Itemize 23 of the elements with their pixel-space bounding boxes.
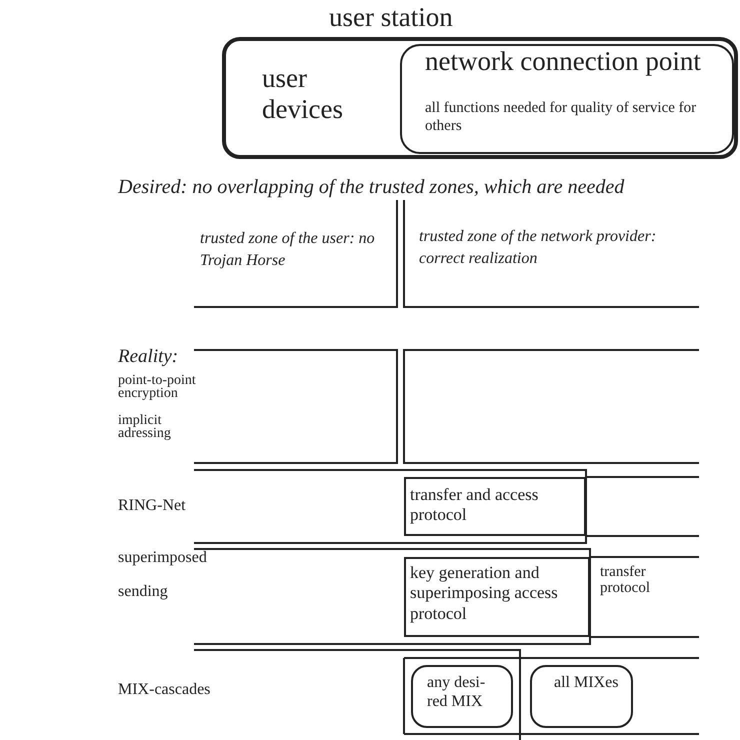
mix-box bbox=[411, 665, 513, 728]
zone-label: trusted zone of the network provider: correct realization bbox=[419, 227, 658, 269]
protocol-label: transfer protocol bbox=[600, 565, 651, 596]
zone-label: trusted zone of the user: no Trojan Horse bbox=[200, 229, 376, 271]
row-label: point-to-point encryption bbox=[118, 374, 197, 401]
box-text: transfer and access protocol bbox=[410, 485, 540, 526]
note: Desired: no overlapping of the trusted zones, which are needed bbox=[118, 176, 626, 199]
mix-box bbox=[530, 665, 633, 728]
row-label: sending bbox=[118, 583, 169, 601]
row-label: MIX-cascades bbox=[118, 681, 212, 699]
protocol-box bbox=[404, 557, 590, 637]
connection-point-box bbox=[400, 44, 734, 154]
row-label: superimposed bbox=[118, 549, 208, 567]
row-heading: Reality: bbox=[118, 346, 180, 368]
box-text: any desi- red MIX bbox=[427, 673, 486, 712]
description: all functions needed for quality of service for others bbox=[425, 99, 698, 135]
heading: user station bbox=[329, 4, 453, 31]
device-label: user devices bbox=[262, 63, 344, 126]
row-label: implicit adressing bbox=[118, 414, 172, 441]
row-label: RING-Net bbox=[118, 497, 187, 515]
box-text: all MIXes bbox=[554, 673, 620, 692]
box-text: key generation and superimposing access protocol bbox=[410, 563, 559, 624]
protocol-box bbox=[404, 477, 586, 536]
